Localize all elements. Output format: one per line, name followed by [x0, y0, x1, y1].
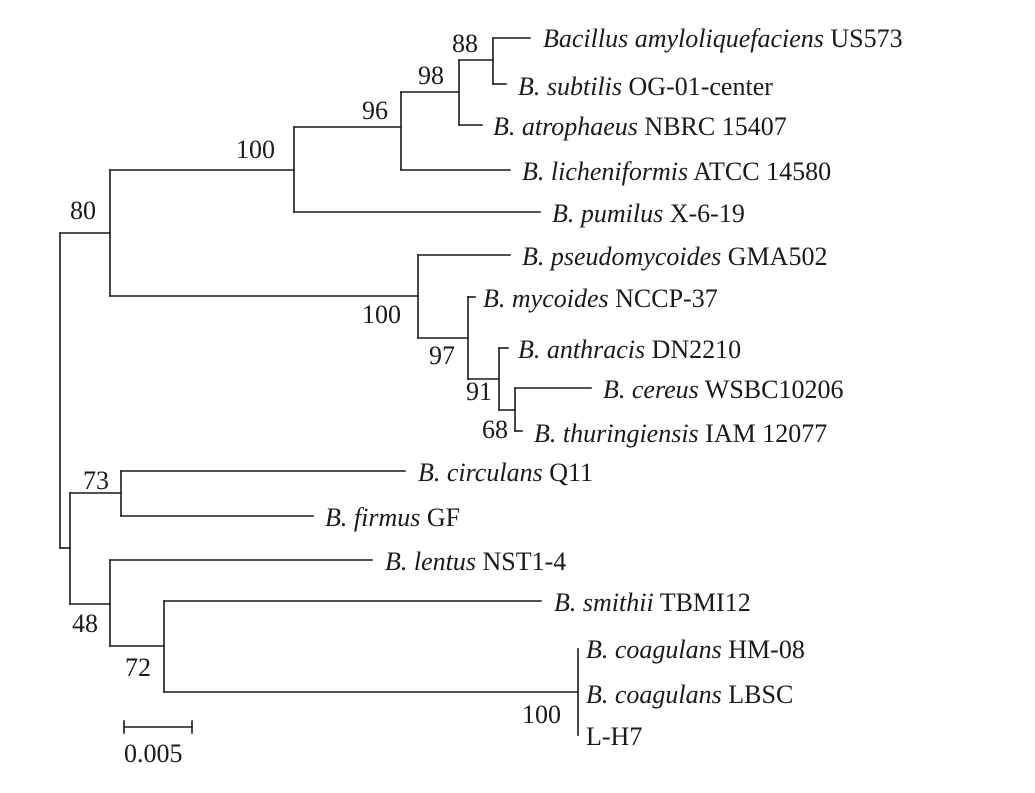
taxon-label: B. pseudomycoides GMA502: [522, 242, 827, 271]
taxon-label: B. thuringiensis IAM 12077: [534, 419, 827, 448]
bootstrap-value: 100: [522, 700, 561, 729]
bootstrap-value: 73: [83, 466, 109, 495]
bootstrap-value: 88: [452, 29, 478, 58]
bootstrap-value: 100: [236, 135, 275, 164]
taxon-label: B. mycoides NCCP-37: [483, 284, 718, 313]
taxon-label: B. subtilis OG-01-center: [518, 72, 773, 101]
taxon-label: B. pumilus X-6-19: [552, 199, 745, 228]
bootstrap-value: 48: [72, 609, 98, 638]
taxon-label: B. lentus NST1-4: [385, 547, 566, 576]
bootstrap-values: 88 98 96 100 80 100 97 91 68 73 48 72 10…: [70, 29, 561, 729]
bootstrap-value: 80: [70, 196, 96, 225]
bootstrap-value: 100: [362, 300, 401, 329]
taxon-label: B. firmus GF: [325, 503, 460, 532]
taxon-label: B. smithii TBMI12: [554, 588, 751, 617]
scale-bar-label: 0.005: [124, 739, 183, 768]
taxon-label: B. licheniformis ATCC 14580: [522, 157, 831, 186]
scale-bar: 0.005: [123, 720, 193, 768]
taxon-label: B. atrophaeus NBRC 15407: [493, 112, 787, 141]
taxon-label: B. anthracis DN2210: [518, 335, 741, 364]
bootstrap-value: 91: [466, 377, 492, 406]
taxon-label: B. coagulans LBSC: [586, 680, 793, 709]
taxon-labels: Bacillus amyloliquefaciens US573 B. subt…: [325, 24, 903, 751]
bootstrap-value: 98: [418, 61, 444, 90]
bootstrap-value: 72: [125, 653, 151, 682]
taxon-label: Bacillus amyloliquefaciens US573: [543, 24, 903, 53]
taxon-label: B. cereus WSBC10206: [603, 375, 844, 404]
taxon-label: L-H7: [586, 722, 642, 751]
taxon-label: B. circulans Q11: [418, 458, 593, 487]
bootstrap-value: 96: [362, 96, 388, 125]
bootstrap-value: 97: [429, 341, 455, 370]
tree-branches: [59, 37, 592, 736]
bootstrap-value: 68: [482, 415, 508, 444]
taxon-label: B. coagulans HM-08: [586, 635, 805, 664]
